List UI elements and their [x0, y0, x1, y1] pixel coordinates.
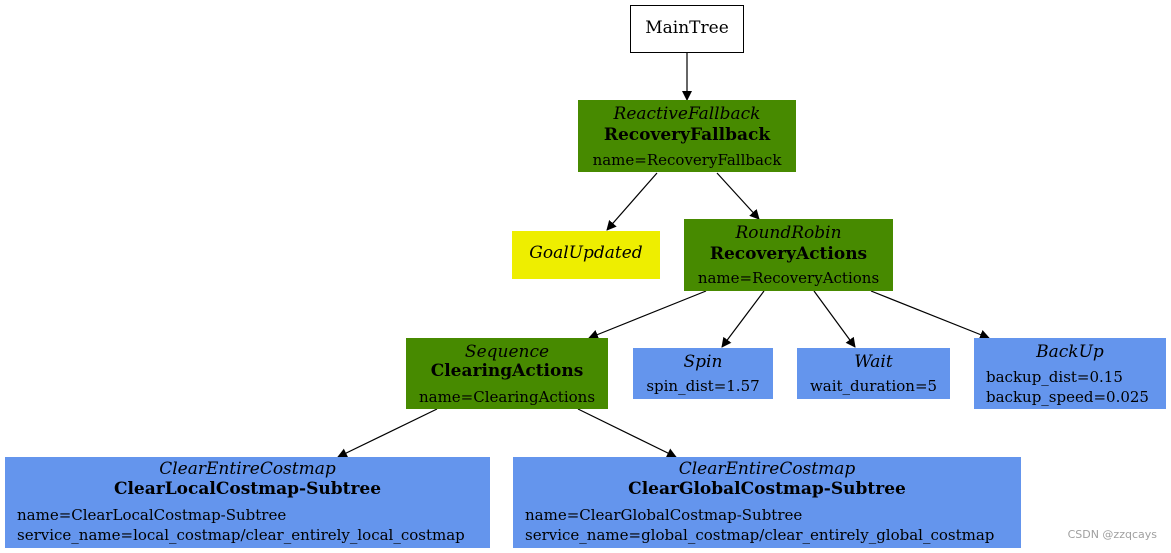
edge-recoveryactions-clearingactions [588, 290, 707, 340]
node-attr: name=ClearingActions [418, 388, 596, 406]
node-name: ClearGlobalCostmap-Subtree [628, 479, 906, 499]
node-name: ClearLocalCostmap-Subtree [113, 479, 382, 499]
edge-recoveryfallback-recoveryactions [716, 172, 760, 220]
node-type: ReactiveFallback [613, 104, 761, 124]
node-attr: service_name=local_costmap/clear_entirel… [17, 526, 465, 544]
node-attr: backup_dist=0.15 [986, 368, 1123, 386]
node-attr: service_name=global_costmap/clear_entire… [525, 526, 995, 544]
node-name: ClearingActions [430, 361, 584, 381]
node-label: MainTree [645, 18, 729, 38]
node-clearing-actions: Sequence ClearingActions name=ClearingAc… [406, 338, 608, 409]
node-attr: name=RecoveryActions [697, 269, 880, 287]
node-type: Spin [683, 352, 723, 372]
node-type: GoalUpdated [529, 243, 643, 263]
edge-clearingactions-clearlocal [337, 408, 438, 458]
node-spin: Spin spin_dist=1.57 [633, 348, 773, 399]
edge-recoveryactions-spin [721, 290, 765, 348]
node-goal-updated: GoalUpdated [512, 231, 660, 279]
node-attr: wait_duration=5 [809, 377, 938, 395]
node-attr: name=ClearGlobalCostmap-Subtree [525, 506, 803, 524]
node-maintree: MainTree [630, 5, 744, 53]
node-type: Sequence [464, 342, 550, 362]
node-attr: backup_speed=0.025 [986, 388, 1149, 406]
node-type: ClearEntireCostmap [159, 459, 336, 479]
node-clear-global-costmap: ClearEntireCostmap ClearGlobalCostmap-Su… [513, 457, 1021, 548]
node-clear-local-costmap: ClearEntireCostmap ClearLocalCostmap-Sub… [5, 457, 490, 548]
node-name: RecoveryFallback [603, 125, 771, 145]
node-type: Wait [854, 352, 893, 372]
node-recovery-fallback: ReactiveFallback RecoveryFallback name=R… [578, 100, 796, 172]
node-attr: spin_dist=1.57 [646, 377, 760, 395]
edge-recoveryfallback-goalupdated [606, 172, 658, 231]
node-recovery-actions: RoundRobin RecoveryActions name=Recovery… [684, 219, 893, 291]
watermark: CSDN @zzqcays [1067, 528, 1157, 541]
node-backup: BackUp backup_dist=0.15 backup_speed=0.0… [974, 338, 1166, 409]
node-name: RecoveryActions [709, 244, 868, 264]
edge-recoveryactions-wait [813, 290, 856, 348]
edge-clearingactions-clearglobal [577, 408, 677, 458]
node-type: BackUp [1036, 342, 1104, 362]
node-attr: name=RecoveryFallback [592, 151, 782, 169]
node-attr: name=ClearLocalCostmap-Subtree [17, 506, 287, 524]
node-type: RoundRobin [735, 223, 842, 243]
node-type: ClearEntireCostmap [678, 459, 856, 479]
node-wait: Wait wait_duration=5 [797, 348, 950, 399]
edge-recoveryactions-backup [870, 290, 990, 340]
